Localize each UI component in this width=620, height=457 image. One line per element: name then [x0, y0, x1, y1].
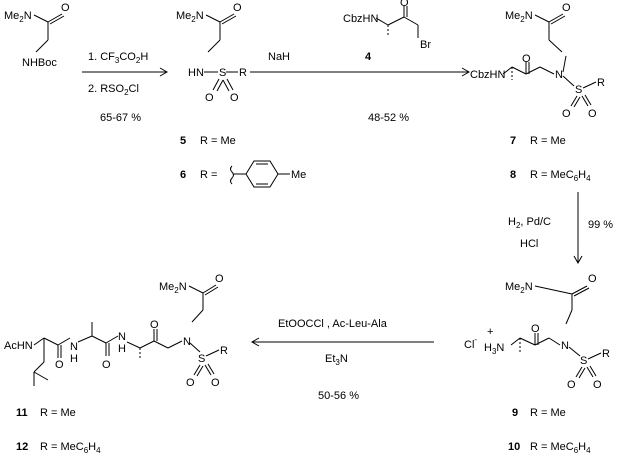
amide-n-label: N — [70, 341, 78, 353]
step2-reagent: NaH — [268, 51, 290, 63]
step4-reagents: EtOOCCl , Ac-Leu-Ala — [278, 318, 388, 330]
tolyl-group: Me — [230, 160, 306, 188]
step2-yield: 48-52 % — [368, 112, 409, 124]
compound-9-r: R = Me — [530, 407, 566, 419]
compound-10-number: 10 — [508, 441, 520, 453]
carbonyl-o-label: O — [215, 273, 224, 285]
r-label: R — [239, 67, 247, 79]
compound-8-r: R = MeC6H4 — [530, 169, 591, 183]
step4-base: Et3N — [325, 353, 348, 367]
carbonyl-o-label: O — [588, 273, 597, 285]
carbonyl-o-label: O — [562, 2, 571, 14]
step3-acid: HCl — [520, 238, 538, 250]
compound-12-r: R = MeC6H4 — [40, 441, 101, 455]
r-label: R — [220, 345, 228, 357]
sulfonyl-o-label: O — [588, 108, 597, 120]
amide-n-label: N — [118, 331, 126, 343]
sulfonyl-o-label: O — [186, 377, 195, 389]
step1-yield: 65-67 % — [100, 112, 141, 124]
compound-12-number: 12 — [16, 441, 28, 453]
step1-reagent-b: 2. RSO2Cl — [88, 83, 139, 97]
compound-5-r: R = Me — [200, 135, 236, 147]
amide-nh-label: H — [70, 353, 78, 365]
sulfur-label: S — [575, 84, 582, 96]
amide-o-label: O — [55, 359, 64, 371]
bromine-label: Br — [420, 39, 431, 51]
nh-label: HN — [188, 67, 204, 79]
nme2-label: Me2N — [505, 10, 533, 24]
ketone-o-label: O — [150, 319, 159, 331]
tolyl-me-label: Me — [291, 169, 306, 181]
arrow-step3: H2, Pd/C HCl 99 % — [508, 192, 613, 265]
sulfonamide-5-6: Me2N O HN S R O O — [176, 2, 247, 104]
bromoketone-4: CbzHN O Br — [343, 0, 431, 51]
compound-8-number: 8 — [510, 169, 516, 181]
nme2-label: Me2N — [4, 10, 32, 24]
compound-11-number: 11 — [16, 407, 28, 419]
compound-5-number: 5 — [180, 135, 186, 147]
cbzhn-label: CbzHN — [470, 69, 506, 81]
sulfonyl-o-label: O — [230, 92, 239, 104]
step2-reactant-number: 4 — [365, 51, 372, 63]
nme2-label: Me2N — [505, 281, 533, 295]
ketone-7-8: Me2N O CbzHN O N S R O O — [470, 2, 605, 120]
compound-7-number: 7 — [510, 135, 516, 147]
carbonyl-o-label: O — [233, 2, 242, 14]
compound-6-number: 6 — [180, 169, 186, 181]
ammonium-label: H3N — [484, 342, 504, 356]
step4-yield: 50-56 % — [318, 390, 359, 402]
nitrogen-label: N — [183, 336, 191, 348]
sulfur-label: S — [198, 353, 205, 365]
nitrogen-label: N — [561, 340, 569, 352]
nhboc-label: NHBoc — [22, 57, 57, 69]
achn-label: AcHN — [4, 340, 33, 352]
r-label: R — [597, 77, 605, 89]
compound-6-r: R = — [200, 169, 217, 181]
nme2-label: Me2N — [159, 281, 187, 295]
step1-reagent-a: 1. CF3CO2H — [88, 51, 148, 65]
compound-10-r: R = MeC6H4 — [530, 441, 591, 455]
carbonyl-o-label: O — [61, 2, 70, 14]
ketone-o-label: O — [531, 323, 540, 335]
ammonium-9-10: Me2N O Cl- + H3N O N S R O O — [464, 273, 610, 391]
plus-charge: + — [487, 326, 493, 338]
ketone-o-label: O — [522, 53, 531, 65]
amide-nh-label: H — [118, 343, 126, 355]
step3-yield: 99 % — [588, 219, 613, 231]
r-label: R — [602, 348, 610, 360]
arrow-step2: NaH 4 48-52 % — [250, 51, 471, 124]
cbzhn-label: CbzHN — [343, 13, 379, 25]
sulfonyl-o-label: O — [567, 379, 576, 391]
compound-9-number: 9 — [512, 407, 518, 419]
nitrogen-label: N — [555, 69, 563, 81]
peptide-11-12: Me2N O AcHN O H N O N H O — [4, 273, 228, 389]
arrow-step1: 1. CF3CO2H 2. RSO2Cl 65-67 % — [82, 51, 169, 124]
step3-reagent: H2, Pd/C — [508, 216, 551, 230]
sulfonyl-o-label: O — [562, 108, 571, 120]
nme2-label: Me2N — [176, 10, 204, 24]
ketone-o-label: O — [400, 0, 409, 9]
starting-material: Me2N O NHBoc — [4, 2, 70, 69]
sulfonyl-o-label: O — [211, 377, 220, 389]
sulfonyl-o-label: O — [205, 92, 214, 104]
sulfonyl-o-label: O — [593, 379, 602, 391]
arrow-step4: EtOOCCl , Ac-Leu-Ala Et3N 50-56 % — [250, 318, 434, 402]
chloride-label: Cl- — [464, 335, 477, 351]
amide-o-label: O — [102, 359, 111, 371]
sulfur-label: S — [219, 67, 226, 79]
compound-7-r: R = Me — [530, 135, 566, 147]
compound-11-r: R = Me — [40, 407, 76, 419]
sulfur-label: S — [580, 355, 587, 367]
